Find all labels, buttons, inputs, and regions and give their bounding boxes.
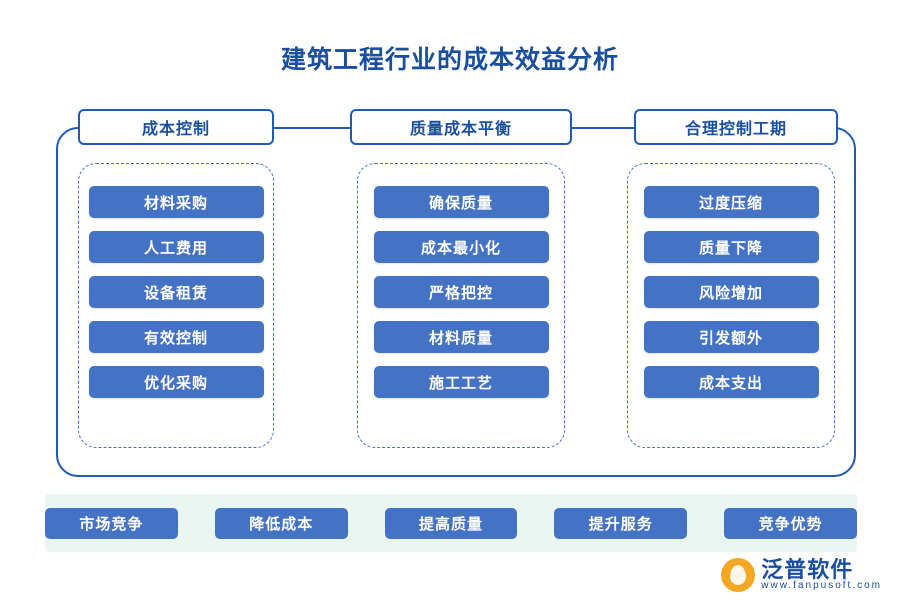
footer-chip[interactable]: 竞争优势: [724, 507, 857, 539]
item-chip[interactable]: 风险增加: [643, 276, 819, 308]
item-chip[interactable]: 过度压缩: [643, 186, 819, 218]
item-chip[interactable]: 确保质量: [373, 186, 549, 218]
column-header-label: 成本控制: [141, 121, 210, 138]
item-chip[interactable]: 有效控制: [88, 321, 264, 353]
item-chip[interactable]: 严格把控: [373, 276, 549, 308]
footer-chip-row: 市场竞争 降低成本 提高质量 提升服务 竞争优势: [45, 494, 857, 552]
item-chip[interactable]: 人工费用: [88, 231, 264, 263]
column-header-cost-control: 成本控制: [78, 109, 274, 145]
footer-chip[interactable]: 市场竞争: [45, 507, 178, 539]
item-chip[interactable]: 质量下降: [643, 231, 819, 263]
item-chip[interactable]: 施工工艺: [373, 366, 549, 398]
footer-chip[interactable]: 提高质量: [384, 507, 518, 539]
footer-chip[interactable]: 提升服务: [554, 507, 688, 539]
item-chip[interactable]: 设备租赁: [88, 276, 264, 308]
item-chip[interactable]: 引发额外: [643, 321, 819, 353]
flame-circle-icon: [721, 558, 756, 592]
page-title: 建筑工程行业的成本效益分析: [280, 46, 619, 74]
column-schedule-control: 过度压缩 质量下降 风险增加 引发额外 成本支出: [627, 163, 835, 448]
item-chip[interactable]: 成本最小化: [373, 231, 549, 263]
column-header-quality-cost-balance: 质量成本平衡: [350, 109, 572, 145]
brand-logo: 泛普软件 www.fanpusoft.com: [721, 558, 882, 592]
footer-chip[interactable]: 降低成本: [214, 507, 348, 539]
column-header-label: 合理控制工期: [684, 121, 787, 138]
brand-name-en: www.fanpusoft.com: [761, 580, 882, 592]
item-chip[interactable]: 优化采购: [88, 366, 264, 398]
brand-name-cn: 泛普软件: [761, 557, 854, 583]
brand-text: 泛普软件 www.fanpusoft.com: [761, 558, 882, 592]
column-quality-cost-balance: 确保质量 成本最小化 严格把控 材料质量 施工工艺: [357, 163, 565, 448]
column-header-schedule-control: 合理控制工期: [634, 109, 838, 145]
item-chip[interactable]: 材料采购: [88, 186, 264, 218]
column-header-label: 质量成本平衡: [409, 121, 512, 138]
item-chip[interactable]: 材料质量: [373, 321, 549, 353]
column-cost-control: 材料采购 人工费用 设备租赁 有效控制 优化采购: [78, 163, 274, 448]
item-chip[interactable]: 成本支出: [643, 366, 819, 398]
